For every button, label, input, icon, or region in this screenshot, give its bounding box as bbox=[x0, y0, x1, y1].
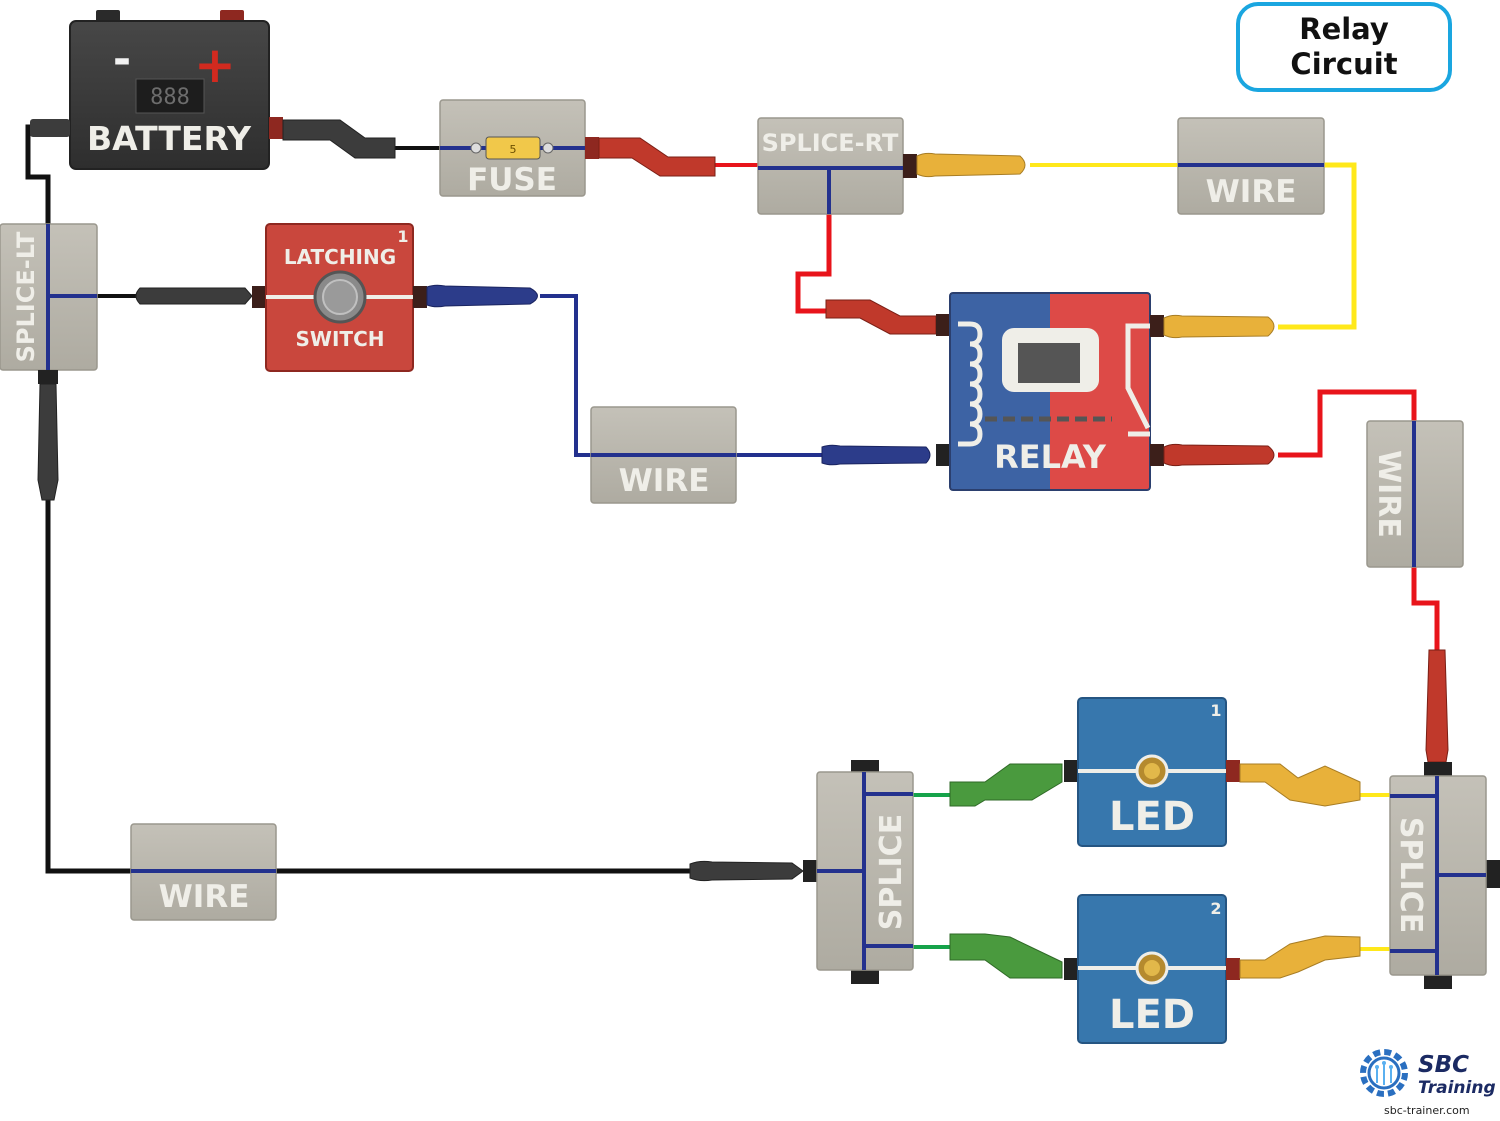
relay-label: RELAY bbox=[994, 438, 1107, 476]
wire-right-vertical-label: WIRE bbox=[1371, 450, 1406, 538]
brand-url: sbc-trainer.com bbox=[1384, 1104, 1470, 1117]
led-1: LED 1 bbox=[949, 697, 1361, 847]
wires bbox=[25, 124, 1440, 951]
switch-label-top: LATCHING bbox=[284, 245, 396, 269]
diagram-title: Relay Circuit bbox=[1236, 2, 1452, 92]
splice-left: SPLICE bbox=[689, 760, 914, 984]
wire-module-middle: WIRE bbox=[590, 406, 737, 504]
splice-right: SPLICE bbox=[1389, 649, 1500, 989]
led-2-label: LED bbox=[1109, 992, 1195, 1038]
led-2-number: 2 bbox=[1210, 899, 1221, 918]
wire-bottom-left-label: WIRE bbox=[159, 879, 250, 915]
fuse-label: FUSE bbox=[467, 162, 557, 198]
led-1-number: 1 bbox=[1210, 701, 1221, 720]
brand-subtitle: Training bbox=[1418, 1078, 1496, 1098]
wire-module-bottom-left: WIRE bbox=[130, 823, 277, 921]
battery: - + 888 BATTERY bbox=[30, 10, 396, 170]
wire-relay-out bbox=[1278, 389, 1417, 458]
wire-splice-rt-to-relay-coil bbox=[795, 214, 832, 314]
fuse: 5 FUSE bbox=[439, 99, 716, 198]
wire-top-right-label: WIRE bbox=[1206, 174, 1297, 210]
splice-rt: SPLICE-RT bbox=[757, 117, 1026, 215]
sbc-training-logo: SBC Training sbc-trainer.com bbox=[1356, 1046, 1496, 1120]
wire-module-right-vertical: WIRE bbox=[1366, 420, 1464, 568]
battery-display bbox=[135, 78, 205, 114]
wire-splice-lt-ground bbox=[45, 490, 690, 874]
splice-lt: SPLICE-LT bbox=[0, 223, 253, 501]
wire-module-top-right: WIRE bbox=[1177, 117, 1325, 215]
title-line-1: Relay bbox=[1299, 12, 1389, 46]
title-line-2: Circuit bbox=[1290, 47, 1398, 81]
wire-wire-to-relay-switch bbox=[1278, 162, 1357, 330]
splice-rt-label: SPLICE-RT bbox=[762, 129, 899, 157]
battery-display-digits: 888 bbox=[150, 85, 190, 110]
relay: RELAY bbox=[821, 292, 1275, 491]
wire-middle-label: WIRE bbox=[619, 463, 710, 499]
fuse-rating: 5 bbox=[510, 143, 517, 156]
battery-minus: - bbox=[113, 34, 131, 85]
splice-lt-label: SPLICE-LT bbox=[12, 231, 40, 362]
wire-right-to-plug bbox=[1411, 567, 1440, 650]
battery-label: BATTERY bbox=[87, 119, 252, 158]
brand-name: SBC bbox=[1418, 1052, 1469, 1078]
splice-right-label: SPLICE bbox=[1393, 817, 1428, 933]
led-2: LED 2 bbox=[949, 894, 1361, 1044]
latching-switch: LATCHING SWITCH 1 bbox=[252, 223, 538, 372]
splice-left-label: SPLICE bbox=[874, 814, 909, 930]
wire-switch-to-wire bbox=[540, 294, 596, 457]
switch-label-bottom: SWITCH bbox=[296, 327, 385, 351]
sbc-gear-logo-icon bbox=[1360, 1049, 1408, 1097]
led-1-label: LED bbox=[1109, 794, 1195, 840]
switch-number: 1 bbox=[397, 227, 408, 246]
wire-battery-neg-to-splice-lt bbox=[25, 124, 51, 240]
